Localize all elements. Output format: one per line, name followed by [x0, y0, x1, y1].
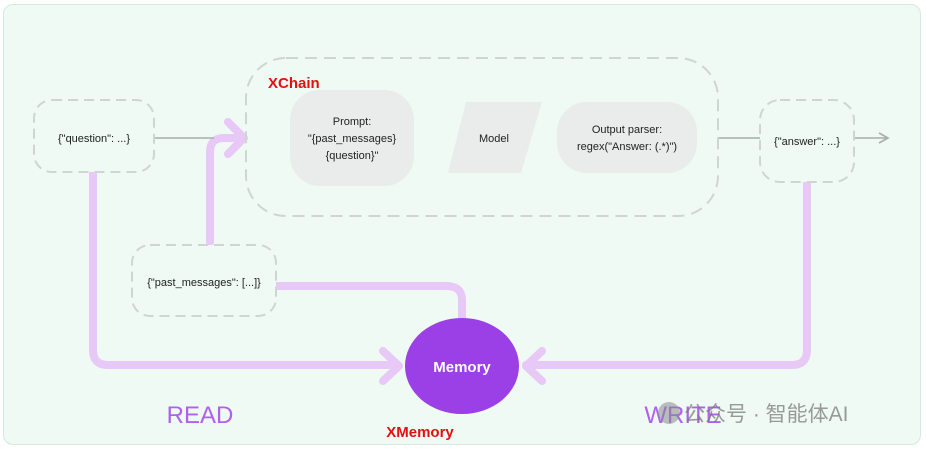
memory-node: [405, 318, 519, 414]
prompt-template-line1: "{past_messages}: [308, 133, 397, 145]
write-label: WRITE: [644, 402, 721, 429]
read-flow-arrowhead: [379, 347, 403, 385]
prompt-template-line2: {question}": [326, 150, 379, 162]
prompt-node: [290, 90, 414, 186]
read-label: READ: [167, 402, 234, 429]
watermark-logo-icon: [658, 402, 680, 424]
prompt-label: Prompt:: [333, 116, 372, 128]
xmemory-label: XMemory: [386, 424, 454, 441]
model-node: [448, 102, 542, 173]
answer-output-label: {"answer": ...}: [774, 136, 840, 148]
output-parser-regex: regex("Answer: (.*)"): [577, 141, 677, 153]
read-flow-line: [89, 168, 402, 369]
memory-label: Memory: [433, 359, 491, 376]
model-label: Model: [479, 133, 509, 145]
past-messages-to-chain-line: [206, 134, 247, 246]
past-messages-node: [131, 244, 277, 317]
xchain-container: [245, 57, 719, 217]
output-parser-label: Output parser:: [592, 124, 662, 136]
write-flow-arrowhead: [522, 347, 546, 385]
past-messages-to-chain-arrowhead: [224, 118, 248, 158]
output-parser-node: [557, 102, 697, 173]
past-messages-label: {"past_messages": [...]}: [147, 277, 261, 289]
memory-to-past-messages-line: [272, 282, 466, 322]
watermark-text: 公众号 · 智能体AI: [684, 403, 849, 426]
xchain-label: XChain: [268, 75, 320, 92]
question-input-label: {"question": ...}: [58, 133, 130, 145]
question-input-node: [33, 99, 155, 173]
answer-output-node: [759, 99, 855, 183]
write-flow-line: [522, 178, 811, 369]
